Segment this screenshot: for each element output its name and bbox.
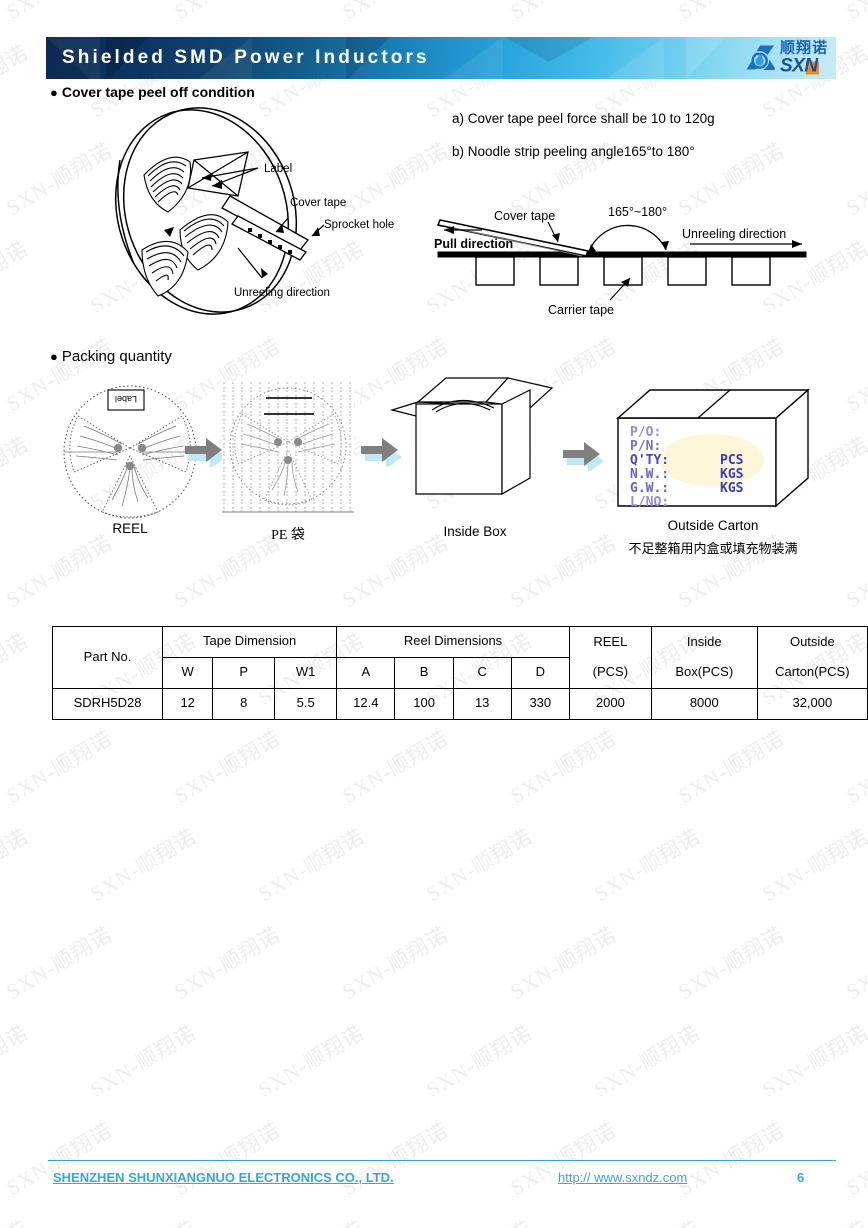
flow-arrow-icon [560,441,606,476]
header-p: P [212,656,276,689]
header-inside-line1: Inside [650,626,758,657]
footer-divider [48,1160,836,1161]
reel-inner-label: Label [115,394,137,404]
note-peel-angle: b) Noodle strip peeling angle165°to 180° [452,144,695,159]
header-b: B [394,656,454,689]
header-w1: W1 [274,656,338,689]
flow-arrow-icon [358,437,404,472]
flow-label-pe-bag: PE 袋 [271,528,305,543]
peel-label-angle: 165°~180° [608,205,667,219]
flow-label-outside-carton: Outside Carton [667,518,759,533]
outside-carton-diagram: P/O: P/N: Q'TY: N.W.: G.W.: L/NO: PCS KG… [608,380,818,525]
reel-label-unreeling-direction: Unreeling direction [234,287,330,299]
cell-outside-carton-pcs: 32,000 [756,687,868,720]
carton-mark-lno: L/NO: [630,495,669,510]
header-a: A [336,656,396,689]
cell-p: 8 [212,687,276,720]
table-row: SDRH5D28 12 8 5.5 12.4 100 13 330 2000 8… [51,687,868,720]
header-part-no: Part No. [51,626,164,689]
note-peel-force: a) Cover tape peel force shall be 10 to … [452,111,715,126]
reel-label-cover-tape: Cover tape [290,197,346,209]
reel-label-sprocket-hole: Sprocket hole [324,219,394,231]
footer-company-name[interactable]: SHENZHEN SHUNXIANGNUO ELECTRONICS CO., L… [53,1170,394,1185]
carton-mark-pn: P/N: [630,439,661,454]
banner-facet [346,37,396,79]
cell-b: 100 [394,687,454,720]
footer-page-number: 6 [797,1170,805,1185]
cell-reel-pcs: 2000 [568,687,652,720]
header-reel-pcs-line2: (PCS) [568,657,652,689]
carton-mark-kgs-nw: KGS [720,467,744,482]
carton-mark-po: P/O: [630,425,661,440]
banner-facet [441,37,503,79]
header-d: D [510,656,570,689]
header-reel-dimensions: Reel Dimensions [336,626,570,658]
header-w: W [162,656,214,689]
header-reel-pcs-line1: REEL [568,626,652,657]
peel-label-cover-tape: Cover tape [494,209,555,223]
bullet-icon: ● [50,85,58,100]
logo-brand-text: SXN [779,55,818,77]
sxn-swirl-icon [746,45,775,70]
section-heading-cover-tape: ●Cover tape peel off condition [50,84,255,100]
banner-facet [46,37,100,79]
pe-bag-diagram [222,382,354,529]
carton-mark-pcs: PCS [720,453,744,468]
table-header-row-1: Part No. Tape Dimension Reel Dimensions … [51,626,868,689]
flow-label-reel: REEL [112,521,148,536]
cell-w: 12 [162,687,214,720]
packing-spec-table: Part No. Tape Dimension Reel Dimensions … [51,626,868,720]
banner-facet [606,37,664,79]
section-heading-packing: ●Packing quantity [50,348,172,365]
inside-box-diagram [389,372,560,527]
peel-label-unreeling-direction: Unreeling direction [682,227,786,241]
logo-chinese-text: 顺翔诺 [779,38,828,57]
cell-part-no: SDRH5D28 [51,687,164,720]
bullet-icon: ● [50,349,58,364]
cell-a: 12.4 [336,687,396,720]
peel-label-carrier-tape: Carrier tape [548,303,614,317]
section-heading-label: Packing quantity [61,348,172,365]
cell-inside-box-pcs: 8000 [650,687,758,720]
carton-mark-gw: G.W.: [630,481,669,496]
company-logo: 顺翔诺 SXN [743,38,828,77]
flow-arrow-icon [182,437,228,472]
page-title: Shielded SMD Power Inductors [62,47,430,68]
header-banner: Shielded SMD Power Inductors 顺翔诺 SXN [46,37,836,79]
footer-website-link[interactable]: http:// www.sxndz.com [558,1170,688,1185]
banner-facet [501,37,597,62]
section-heading-label: Cover tape peel off condition [61,84,255,100]
carton-mark-qty: Q'TY: [630,453,669,468]
header-inside-line2: Box(PCS) [650,657,758,689]
reel-label-label: Label [264,163,292,175]
header-tape-dimension: Tape Dimension [162,626,338,658]
table-header-row-2: W P W1 A B C D (PCS) Box(PCS) Carton(PCS… [53,656,868,689]
banner-facet [196,37,252,79]
banner-facet [686,37,730,79]
peel-label-pull-direction: Pull direction [434,237,513,251]
carton-mark-nw: N.W.: [630,467,669,482]
reel-isometric-diagram: Label Cover tape Sprocket hole Unreeling… [62,100,412,325]
banner-facet [106,37,152,79]
flow-note-carton-cn: 不足整箱用内盒或填充物装满 [628,542,798,557]
cell-c: 13 [452,687,512,720]
cell-d: 330 [510,687,570,720]
flow-label-inside-box: Inside Box [443,524,507,539]
peel-angle-diagram: Cover tape 165°~180° Unreeling direction… [430,180,820,325]
reel-front-diagram: Label [60,382,200,527]
carton-mark-kgs-gw: KGS [720,481,744,496]
header-outside-line1: Outside [756,626,868,657]
cell-w1: 5.5 [274,687,338,720]
header-outside-line2: Carton(PCS) [756,657,868,689]
header-c: C [452,656,512,689]
